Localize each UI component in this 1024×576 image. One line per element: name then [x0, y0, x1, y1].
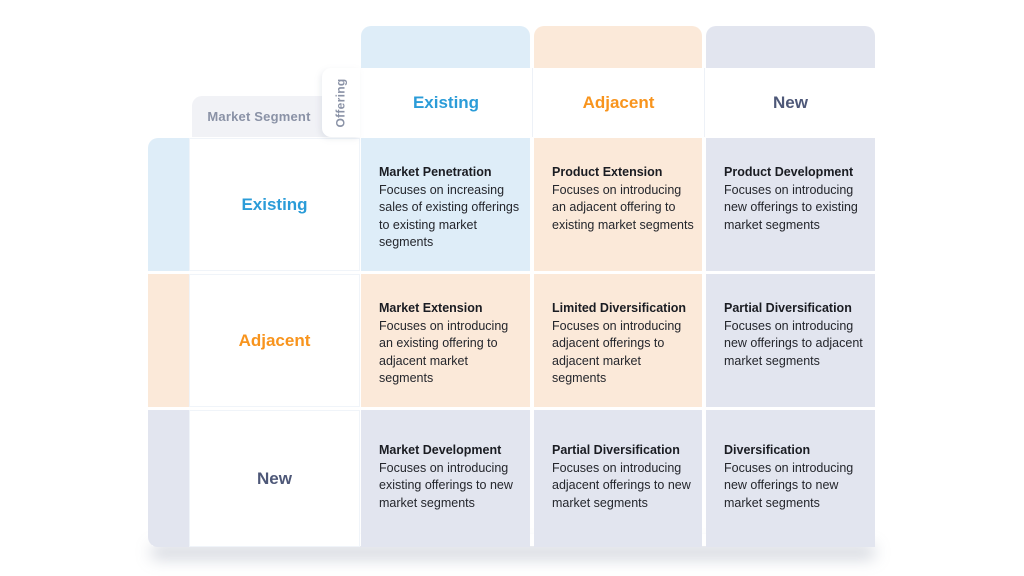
cell-description: Focuses on introducing existing offering…	[379, 460, 513, 510]
cell-description: Focuses on increasing sales of existing …	[379, 182, 520, 250]
cell-title: Market Penetration	[379, 165, 492, 179]
cell-title: Market Extension	[379, 301, 483, 315]
matrix-cell-diversification: Diversification Focuses on introducing n…	[706, 410, 875, 547]
cell-description: Focuses on introducing new offerings to …	[724, 460, 854, 510]
matrix-cell-product-extension: Product Extension Focuses on introducing…	[534, 138, 702, 271]
offering-axis-label: Offering	[334, 77, 349, 128]
row-header-label: Adjacent	[238, 330, 311, 350]
column-strip-existing	[361, 26, 530, 68]
cell-title: Product Development	[724, 165, 854, 179]
cell-description: Focuses on introducing new offerings to …	[724, 318, 863, 368]
cell-description: Focuses on introducing an existing offer…	[379, 318, 509, 386]
row-strip-adjacent	[148, 274, 189, 407]
col-header-adjacent: Adjacent	[532, 68, 704, 137]
cell-title: Market Development	[379, 443, 502, 457]
cell-title: Diversification	[724, 443, 811, 457]
matrix-cell-limited-diversification: Limited Diversification Focuses on intro…	[534, 274, 702, 407]
col-header-label: Adjacent	[582, 92, 655, 112]
offering-axis-tab: Offering	[322, 68, 360, 137]
row-strip-new	[148, 410, 189, 547]
cell-title: Product Extension	[552, 165, 663, 179]
cell-title: Partial Diversification	[552, 443, 680, 457]
row-header-label: Existing	[241, 194, 308, 214]
column-strip-adjacent	[534, 26, 702, 68]
matrix-cell-market-development: Market Development Focuses on introducin…	[361, 410, 530, 547]
col-header-existing: Existing	[360, 68, 532, 137]
matrix-cell-product-development: Product Development Focuses on introduci…	[706, 138, 875, 271]
row-header-label: New	[257, 468, 292, 488]
cell-description: Focuses on introducing adjacent offering…	[552, 318, 682, 386]
cell-description: Focuses on introducing an adjacent offer…	[552, 182, 694, 232]
row-header-adjacent: Adjacent	[189, 274, 360, 407]
matrix-cell-partial-diversification-new: Partial Diversification Focuses on intro…	[534, 410, 702, 547]
row-strip-existing	[148, 138, 189, 271]
row-header-existing: Existing	[189, 138, 360, 271]
cell-description: Focuses on introducing new offerings to …	[724, 182, 858, 232]
col-header-label: Existing	[412, 92, 480, 112]
cell-title: Partial Diversification	[724, 301, 852, 315]
matrix-cell-market-extension: Market Extension Focuses on introducing …	[361, 274, 530, 407]
matrix-cell-market-penetration: Market Penetration Focuses on increasing…	[361, 138, 530, 271]
cell-description: Focuses on introducing adjacent offering…	[552, 460, 691, 510]
column-strip-new	[706, 26, 875, 68]
matrix-cell-partial-diversification-adjacent: Partial Diversification Focuses on intro…	[706, 274, 875, 407]
cell-title: Limited Diversification	[552, 301, 687, 315]
row-header-new: New	[189, 410, 360, 547]
col-header-new: New	[704, 68, 876, 137]
col-header-label: New	[773, 92, 808, 112]
